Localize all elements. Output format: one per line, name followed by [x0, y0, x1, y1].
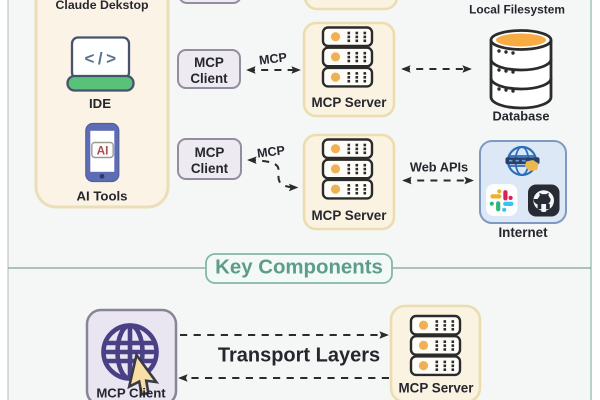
svg-text:Transport Layers: Transport Layers [218, 345, 380, 367]
svg-text:MCP Server: MCP Server [399, 381, 475, 396]
svg-text:Internet: Internet [498, 225, 548, 240]
svg-text:</>: </> [84, 49, 119, 68]
svg-text:Client: Client [191, 161, 229, 176]
svg-text:MCP: MCP [256, 143, 285, 160]
svg-text:Claude Dekstop: Claude Dekstop [56, 0, 149, 12]
svg-text:Local Filesystem: Local Filesystem [469, 3, 565, 17]
svg-text:Key Components: Key Components [215, 257, 383, 279]
svg-text:MCP Server: MCP Server [312, 208, 388, 223]
svg-text:Database: Database [493, 109, 550, 124]
svg-text:AI Tools: AI Tools [76, 189, 127, 204]
svg-text:Web APIs: Web APIs [410, 160, 468, 175]
svg-text:MCP: MCP [195, 145, 225, 160]
svg-text:Client: Client [190, 71, 228, 86]
svg-text:MCP: MCP [194, 55, 224, 70]
svg-text:MCP: MCP [258, 50, 287, 67]
svg-text:IDE: IDE [89, 96, 111, 111]
svg-text:MCP Server: MCP Server [312, 95, 388, 110]
svg-text:AI: AI [97, 144, 109, 158]
svg-text:MCP Client: MCP Client [96, 386, 166, 400]
